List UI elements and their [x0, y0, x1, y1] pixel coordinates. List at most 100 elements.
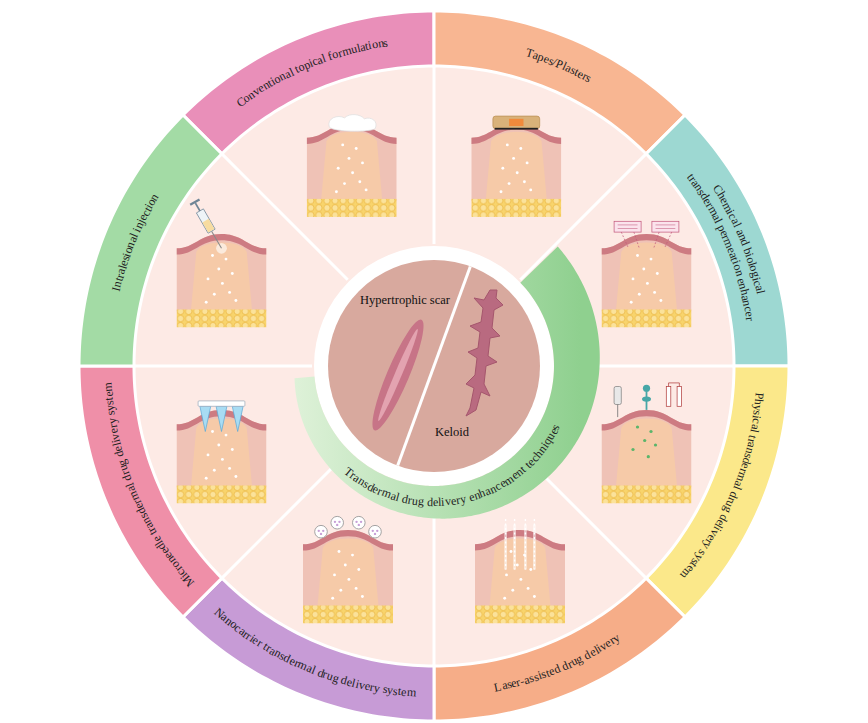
- physical-illustration-part: [614, 387, 621, 405]
- center-disc-part: [375, 328, 421, 423]
- injection-illustration-part-part: [212, 231, 222, 248]
- physical-illustration-part-part: [654, 443, 657, 446]
- ring-segment: Laser-assisted drug delivery: [432, 576, 688, 723]
- physical-illustration-part: [677, 387, 682, 407]
- ring-segment-outline: [646, 366, 789, 617]
- enhancer-illustration-part: [602, 234, 692, 328]
- segment-label: Conventional topical formulations: [180, 9, 436, 156]
- laser-illustration-part: [504, 525, 536, 570]
- enhancer-illustration: [602, 221, 692, 327]
- physical-illustration-part-part: [647, 455, 650, 458]
- segment-label: Physical transdermal drug delivery syste…: [644, 364, 791, 620]
- topical-illustration: [307, 115, 397, 217]
- enhancer-illustration-part: [614, 221, 641, 232]
- laser-illustration-part: [503, 550, 536, 600]
- injection-illustration-part-part: [202, 219, 214, 233]
- label-glyph: d: [427, 495, 433, 509]
- ring-segment: Chemical and biological transdermal perm…: [644, 112, 791, 368]
- tape-illustration-part: [493, 116, 540, 129]
- physical-illustration-part: [642, 396, 651, 401]
- ring-segment-outline: [79, 366, 222, 617]
- nanocarrier-illustration-part-part: [358, 524, 360, 526]
- segment-label: Laser-assisted drug delivery: [432, 576, 688, 723]
- ring-segment-outline: [183, 11, 434, 154]
- ring-segment-shape: [432, 576, 688, 723]
- physical-illustration-part: [669, 383, 680, 387]
- segment-label: Nanocarrier transdermal drug delivery sy…: [180, 576, 437, 723]
- tape-illustration-part: [495, 128, 538, 130]
- physical-illustration-part: [617, 405, 618, 418]
- ring-segment-shape: [644, 364, 791, 620]
- enhancer-illustration-part: [630, 254, 663, 304]
- technique-band-outline: [295, 247, 600, 519]
- laser-illustration-part: [475, 530, 565, 624]
- nanocarrier-illustration-part-part: [369, 525, 382, 538]
- ring-segment: Conventional topical formulations: [180, 9, 436, 156]
- label-glyph: e: [433, 495, 438, 509]
- technique-band-shape: [292, 244, 602, 521]
- center-disc-part: [466, 290, 503, 416]
- nanocarrier-illustration-part-part: [338, 521, 340, 523]
- laser-illustration-part-part: [514, 519, 515, 569]
- nanocarrier-illustration-part: [303, 530, 393, 624]
- topical-illustration-part: [329, 115, 376, 132]
- segment-divider: [134, 66, 734, 666]
- laser-illustration-part-part: [525, 519, 526, 569]
- technique-band: Transdermal drug delivery enhancement te…: [292, 244, 602, 521]
- ring-segment-shape: [644, 112, 791, 368]
- physical-illustration-part-part: [649, 430, 652, 433]
- nanocarrier-illustration-part: [318, 521, 379, 535]
- label-glyph: s: [382, 35, 389, 50]
- microneedle-illustration-part: [198, 401, 245, 406]
- microneedle-illustration-part-part: [200, 406, 211, 431]
- microneedle-illustration: [177, 401, 267, 504]
- label-glyph: m: [100, 382, 115, 392]
- center-disc-part: [314, 246, 554, 486]
- nanocarrier-illustration-part-part: [331, 516, 344, 529]
- center-disc-part: [364, 315, 431, 434]
- nanocarrier-illustration-part: [331, 550, 364, 600]
- ring-segment-outline: [79, 115, 222, 366]
- microneedle-illustration-part: [205, 430, 238, 480]
- nanocarrier-illustration-part-part: [334, 521, 336, 523]
- physical-illustration: [602, 383, 692, 504]
- laser-illustration: [475, 519, 565, 623]
- ring-segment-outline: [183, 578, 434, 721]
- label-glyph: g: [417, 494, 424, 509]
- ring-segment-shape: [180, 9, 436, 156]
- center-disc: [314, 246, 554, 486]
- physical-illustration-part: [602, 410, 692, 504]
- nanocarrier-illustration-part-part: [372, 530, 374, 532]
- segment-divider-part: [433, 66, 436, 244]
- nanocarrier-illustration-part: [315, 516, 382, 538]
- tape-illustration-part: [471, 123, 561, 217]
- microneedle-illustration-part: [200, 406, 243, 431]
- enhancer-illustration-part: [652, 221, 679, 232]
- ring-segment: Nanocarrier transdermal drug delivery sy…: [180, 576, 437, 723]
- nanocarrier-illustration: [303, 516, 393, 623]
- laser-illustration-part-part: [505, 519, 506, 569]
- microneedle-illustration-part-part: [216, 406, 227, 431]
- scar-disc: Hypertrophic scarKeloid: [328, 260, 540, 472]
- segment-label: Tapes/Plasters: [432, 9, 688, 156]
- nanocarrier-illustration-part-part: [318, 530, 320, 532]
- ring-segment-shape: [77, 364, 224, 620]
- nanocarrier-illustration-part-part: [376, 530, 378, 532]
- ring-segment: Physical transdermal drug delivery syste…: [644, 364, 791, 620]
- nanocarrier-illustration-part-part: [322, 530, 324, 532]
- physical-illustration-part-part: [643, 439, 646, 442]
- ring-segment-outline: [434, 578, 685, 721]
- tape-illustration-part: [509, 119, 523, 126]
- topical-illustration-part: [335, 143, 368, 193]
- nanocarrier-illustration-part-part: [353, 516, 366, 529]
- tape-illustration: [471, 116, 561, 217]
- ring-segment: Microneedle transdermal drug delivery sy…: [77, 364, 224, 620]
- enhancer-illustration-part: [618, 225, 676, 229]
- injection-illustration: [177, 198, 267, 327]
- enhancer-illustration-part: [621, 232, 671, 248]
- physical-illustration-part: [631, 425, 657, 458]
- ring-segment: Tapes/Plasters: [432, 9, 688, 156]
- segment-label: Microneedle transdermal drug delivery sy…: [77, 364, 224, 620]
- ring-segment-outline: [434, 11, 685, 154]
- topical-illustration-part: [307, 123, 397, 217]
